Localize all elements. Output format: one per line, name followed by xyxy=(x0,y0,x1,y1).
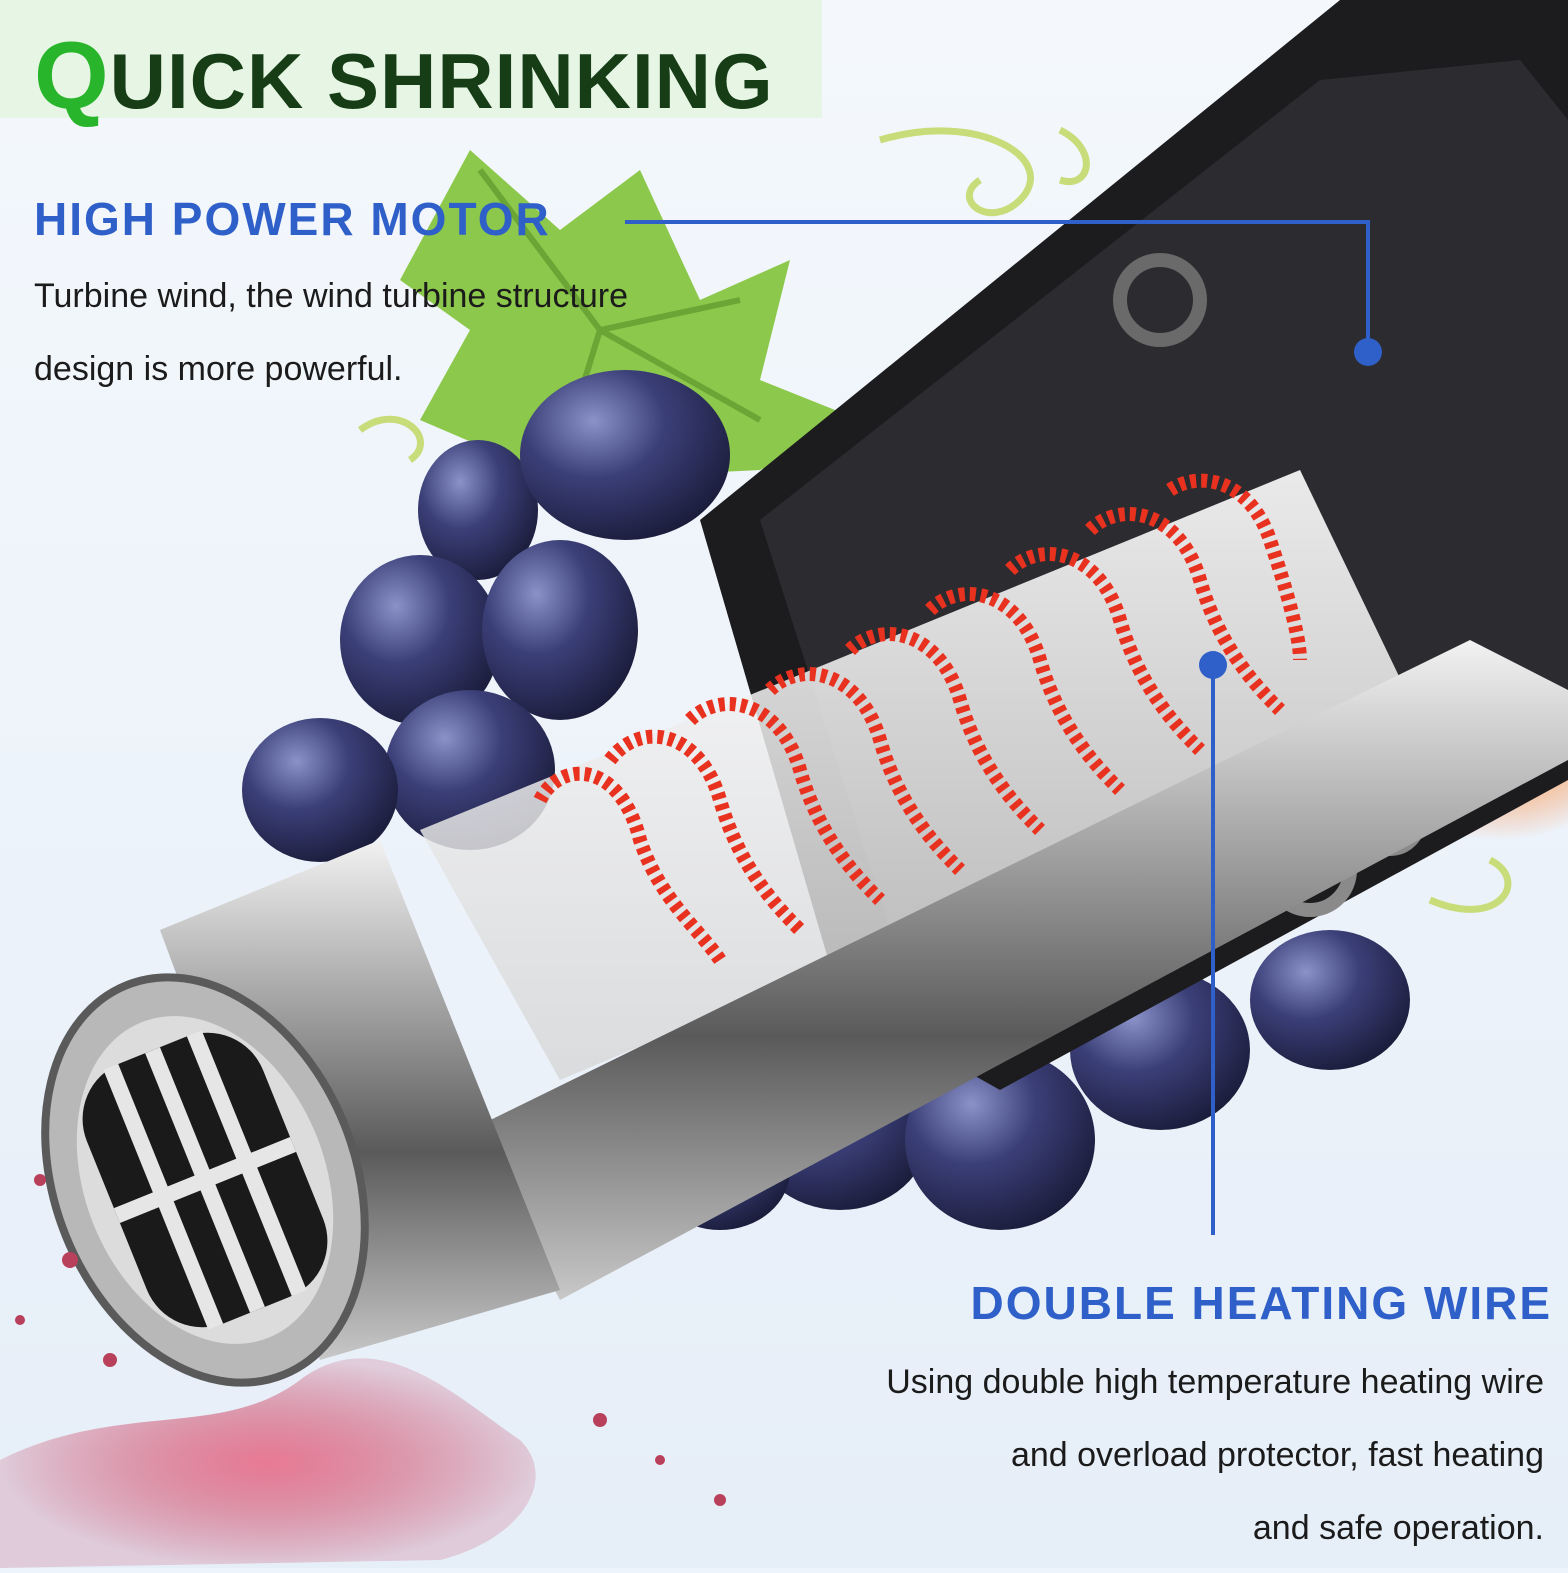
heating-wire-feature-line-3: and safe operation. xyxy=(1252,1509,1544,1547)
heating-wire-callout-line xyxy=(1199,651,1227,1235)
steel-barrel xyxy=(41,640,1568,1387)
heating-coils xyxy=(533,473,1307,964)
heating-wire-feature-description: Using double high temperature heating wi… xyxy=(886,1346,1544,1565)
motor-feature-heading: HIGH POWER MOTOR xyxy=(34,193,551,245)
motor-feature-description: Turbine wind, the wind turbine structure… xyxy=(34,260,628,406)
heating-wire-feature-heading: DOUBLE HEATING WIRE xyxy=(970,1277,1552,1329)
vine-tendrils xyxy=(357,126,1512,913)
wine-splash xyxy=(0,1174,726,1568)
motor-callout-line xyxy=(625,220,1382,366)
heating-element-tube xyxy=(420,470,1420,1080)
title-rest: UICK SHRINKING xyxy=(109,37,774,125)
nozzle-grille xyxy=(82,1030,328,1330)
heating-wire-feature-line-2: and overload protector, fast heating xyxy=(1010,1436,1544,1474)
motor-feature-line-2: design is more powerful. xyxy=(34,350,403,388)
heating-wire-feature-line-1: Using double high temperature heating wi… xyxy=(886,1363,1544,1401)
motor-feature-line-1: Turbine wind, the wind turbine structure xyxy=(34,277,629,315)
page-title: QUICK SHRINKING xyxy=(34,28,774,124)
title-banner xyxy=(0,0,822,118)
title-first-letter: Q xyxy=(34,22,110,129)
